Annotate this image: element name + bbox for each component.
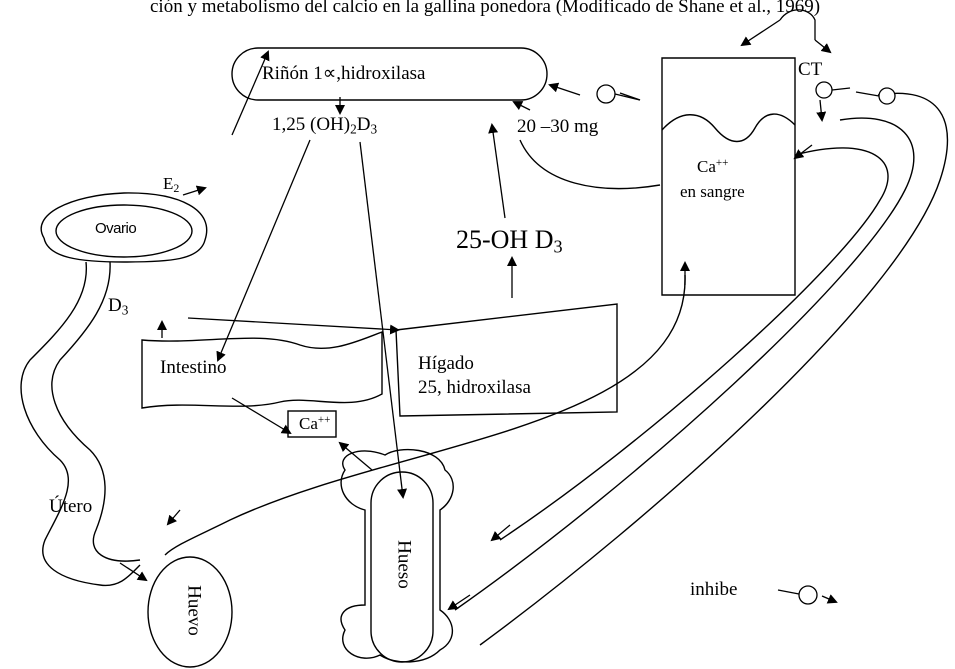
ct-label: CT — [798, 59, 823, 80]
uterus-label: Útero — [49, 496, 93, 517]
blood-calcium-box — [661, 57, 796, 296]
ovary-label: Ovario — [95, 220, 137, 237]
arrow-legend-inhibe — [821, 594, 838, 604]
arrow-ct-down — [816, 99, 827, 122]
blood-ca-label: Ca++ — [697, 157, 729, 177]
arrow-blood-right — [793, 144, 813, 160]
bone-shaft — [370, 471, 434, 663]
egg-label: Huevo — [183, 585, 205, 636]
bone-outline — [340, 448, 454, 663]
ovary-outline — [40, 192, 208, 263]
inhibit-circle-kidney — [596, 84, 616, 104]
blood-wave — [661, 113, 796, 143]
inhibit-tail-right — [855, 91, 880, 97]
arrow-loop-to-bone — [447, 594, 471, 611]
bone-label: Hueso — [393, 540, 415, 589]
arrow-bone-to-ca — [338, 441, 373, 471]
top-right-hook — [779, 9, 816, 40]
liver-line1: Hígado — [418, 353, 474, 374]
ca-box-label: Ca++ — [299, 414, 331, 434]
liver-box — [395, 303, 618, 417]
kidney-shape — [231, 47, 548, 101]
arrow-kidney-in — [231, 50, 270, 136]
calcitriol-label: 1,25 (OH)2D3 — [272, 114, 378, 137]
inhibit-circle-right — [878, 87, 896, 105]
arrow-loop-mid — [490, 524, 511, 542]
dose-label: 20 –30 mg — [517, 116, 599, 137]
loop-inner — [499, 147, 889, 541]
arrow-intestine-to-ca — [231, 397, 292, 435]
oviduct-inner — [51, 261, 141, 562]
egg-shape — [147, 556, 233, 668]
arrow-ct-to-kidney — [548, 82, 581, 96]
legend-inhibe: inhibe — [690, 579, 738, 600]
inhibit-circle-legend — [798, 585, 818, 605]
arrow-dose-to-kidney — [512, 101, 531, 111]
arrow-top-right-2 — [814, 39, 832, 54]
arrow-calcitriol-to-intestine — [216, 139, 311, 362]
loop-outer — [479, 92, 949, 646]
blood-to-kidney-curve — [519, 139, 661, 190]
d3-label: D3 — [108, 295, 129, 318]
arrow-e2 — [182, 185, 207, 196]
oviduct-outer — [20, 261, 141, 587]
calcium-box — [287, 410, 337, 438]
arrow-loop-to-egg — [166, 509, 181, 526]
arrow-d3-to-liver — [187, 317, 400, 335]
arrow-uterus-to-egg — [119, 562, 148, 582]
blood-to-egg-curve — [164, 274, 686, 556]
inhibit-circle-ct — [815, 81, 833, 99]
arrow-hydroxyd3-to-kidney — [488, 123, 506, 219]
blood-line2: en sangre — [680, 182, 745, 201]
kidney-label: Riñón 1∝,hidroxilasa — [262, 63, 426, 84]
loop-middle — [454, 117, 915, 611]
inhibit-tail-kidney — [614, 93, 641, 101]
ovary-shape — [55, 204, 193, 258]
e2-label: E2 — [163, 174, 180, 195]
arrow-top-right-1 — [740, 19, 781, 47]
intestine-shape — [141, 331, 383, 409]
arrow-calcitriol-to-bone — [359, 141, 408, 499]
inhibit-tail-legend — [777, 589, 800, 595]
header-fragment: ción y metabolismo del calcio en la gall… — [150, 0, 821, 17]
liver-line2: 25, hidroxilasa — [418, 377, 531, 398]
inhibit-tail-ct — [831, 87, 851, 91]
hydroxy-d3-label: 25-OH D3 — [456, 225, 563, 257]
intestine-label: Intestino — [160, 357, 227, 378]
